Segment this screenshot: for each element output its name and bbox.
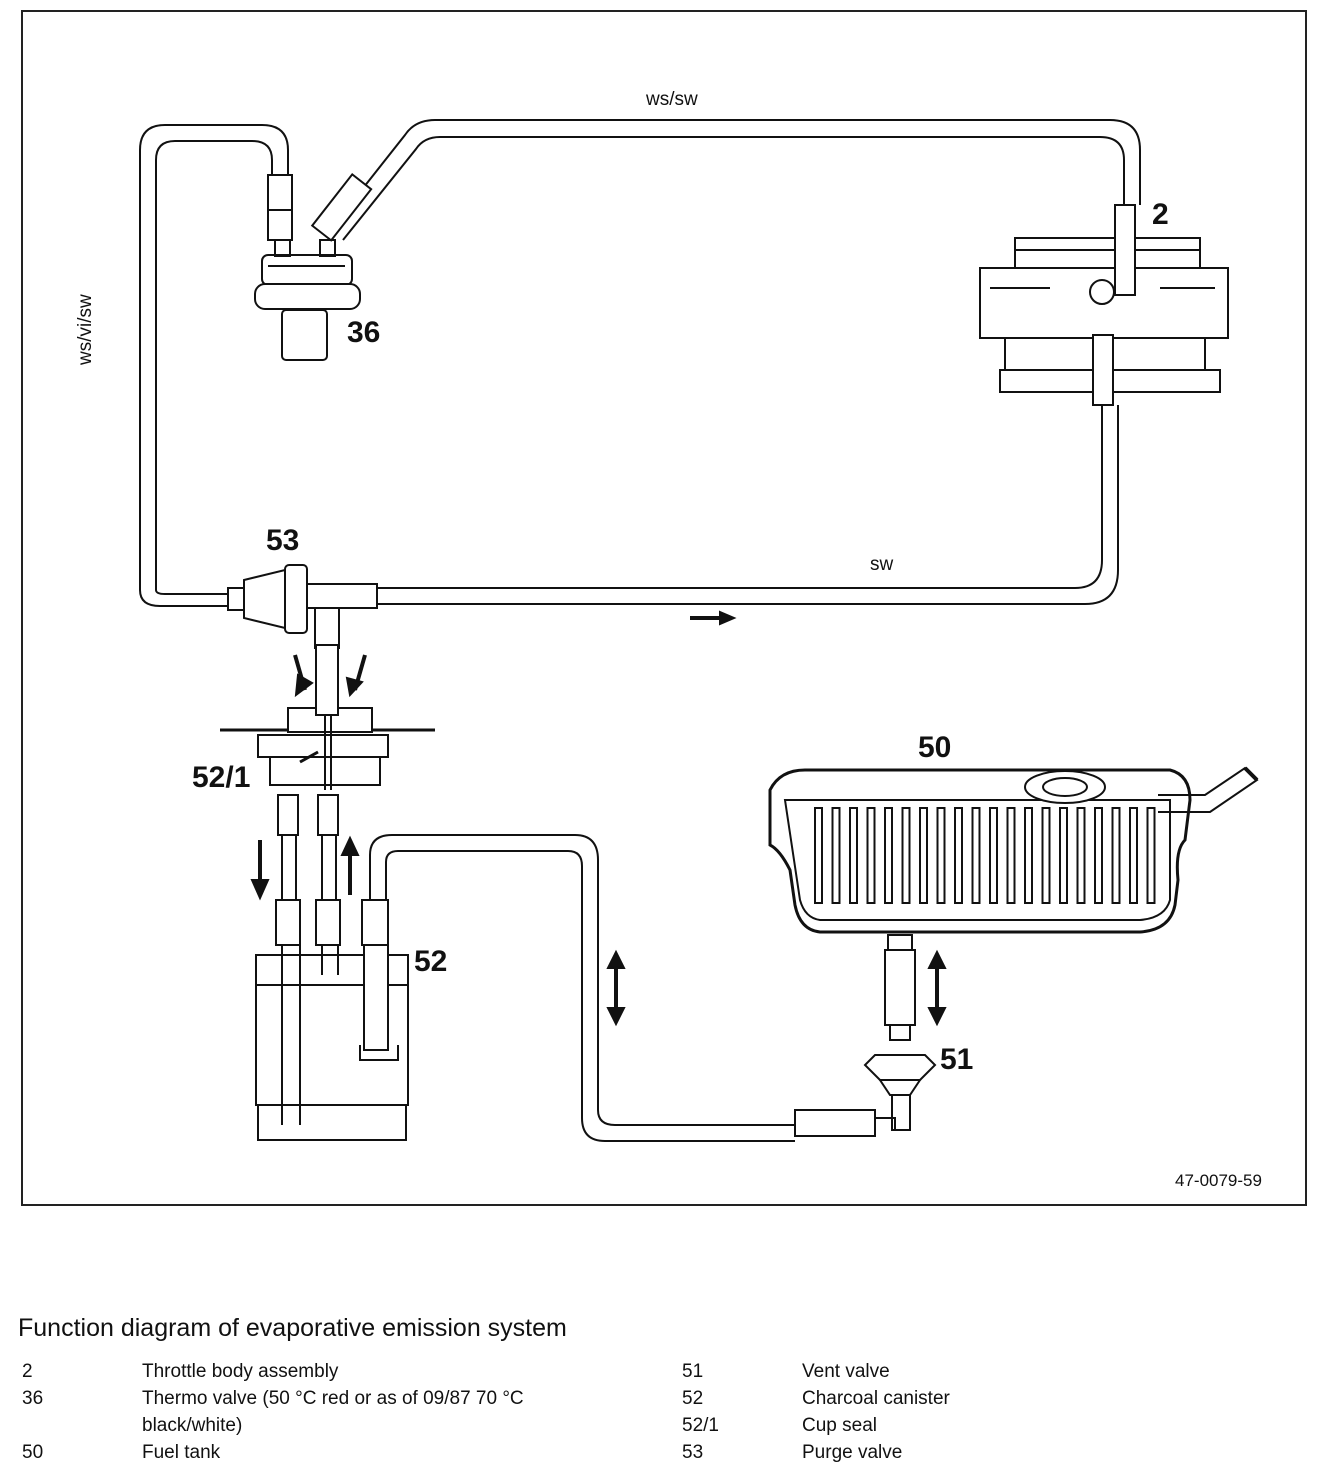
label-purge-valve: 53 bbox=[266, 524, 300, 557]
legend-num: 36 bbox=[22, 1388, 44, 1409]
purge-valve-53 bbox=[227, 564, 737, 649]
tank-rib bbox=[1129, 807, 1138, 904]
legend-text: Thermo valve (50 °C red or as of 09/87 7… bbox=[142, 1388, 524, 1409]
tank-rib bbox=[1094, 807, 1103, 904]
cup-seal-52-1 bbox=[220, 644, 435, 946]
tank-rib bbox=[1024, 807, 1033, 904]
label-charcoal-canister: 52 bbox=[414, 945, 448, 978]
diagram-frame bbox=[21, 10, 1307, 1206]
tank-rib bbox=[1111, 807, 1121, 904]
fuel-tank-50 bbox=[768, 766, 1259, 1026]
legend-text: Vent valve bbox=[802, 1361, 890, 1382]
figure-code: 47-0079-59 bbox=[1175, 1171, 1262, 1190]
tank-rib bbox=[971, 807, 981, 904]
legend-text: Throttle body assembly bbox=[142, 1361, 339, 1382]
throttle-body-2 bbox=[979, 204, 1229, 406]
wire-label-bottom: sw bbox=[870, 554, 894, 575]
tank-rib bbox=[1059, 807, 1068, 904]
vent-valve-51 bbox=[794, 1024, 937, 1137]
tank-rib bbox=[936, 807, 946, 904]
tank-rib bbox=[919, 807, 928, 904]
label-throttle-body: 2 bbox=[1152, 198, 1169, 231]
tank-rib bbox=[866, 807, 876, 904]
legend-num: 53 bbox=[682, 1442, 704, 1463]
legend-num: 50 bbox=[22, 1442, 44, 1463]
charcoal-canister-52 bbox=[255, 944, 409, 1141]
hose-canister-to-vent bbox=[369, 834, 795, 1142]
tank-rib bbox=[989, 807, 998, 904]
figure-caption: Function diagram of evaporative emission… bbox=[18, 1314, 567, 1342]
legend-text: Cup seal bbox=[802, 1415, 877, 1436]
legend-text: Charcoal canister bbox=[802, 1388, 950, 1409]
tank-rib bbox=[849, 807, 858, 904]
tank-rib bbox=[1146, 807, 1156, 904]
legend-num: 51 bbox=[682, 1361, 704, 1382]
legend-num: 52 bbox=[682, 1388, 704, 1409]
hose-top-loop bbox=[139, 119, 1141, 590]
flow-arrows bbox=[250, 654, 947, 1027]
wire-label-top: ws/sw bbox=[646, 89, 698, 110]
tank-rib bbox=[884, 807, 893, 904]
legend-num: 52/1 bbox=[682, 1415, 719, 1436]
wire-label-left: ws/vi/sw bbox=[75, 294, 96, 365]
label-cup-seal: 52/1 bbox=[192, 761, 251, 794]
label-thermo-valve: 36 bbox=[347, 316, 381, 349]
legend-num: 2 bbox=[22, 1361, 33, 1382]
tank-rib bbox=[831, 807, 841, 904]
tank-rib bbox=[901, 807, 911, 904]
label-vent-valve: 51 bbox=[940, 1043, 974, 1076]
tank-rib bbox=[954, 807, 963, 904]
label-fuel-tank: 50 bbox=[918, 731, 952, 764]
legend-text: Purge valve bbox=[802, 1442, 903, 1463]
thermo-valve-36 bbox=[254, 172, 373, 361]
legend-text: Fuel tank bbox=[142, 1442, 221, 1463]
legend-text: black/white) bbox=[142, 1415, 243, 1436]
tank-rib bbox=[1006, 807, 1016, 904]
tank-rib bbox=[1076, 807, 1086, 904]
tank-rib bbox=[1041, 807, 1051, 904]
tank-rib bbox=[814, 807, 823, 904]
hose-bottom-return bbox=[139, 405, 1119, 607]
